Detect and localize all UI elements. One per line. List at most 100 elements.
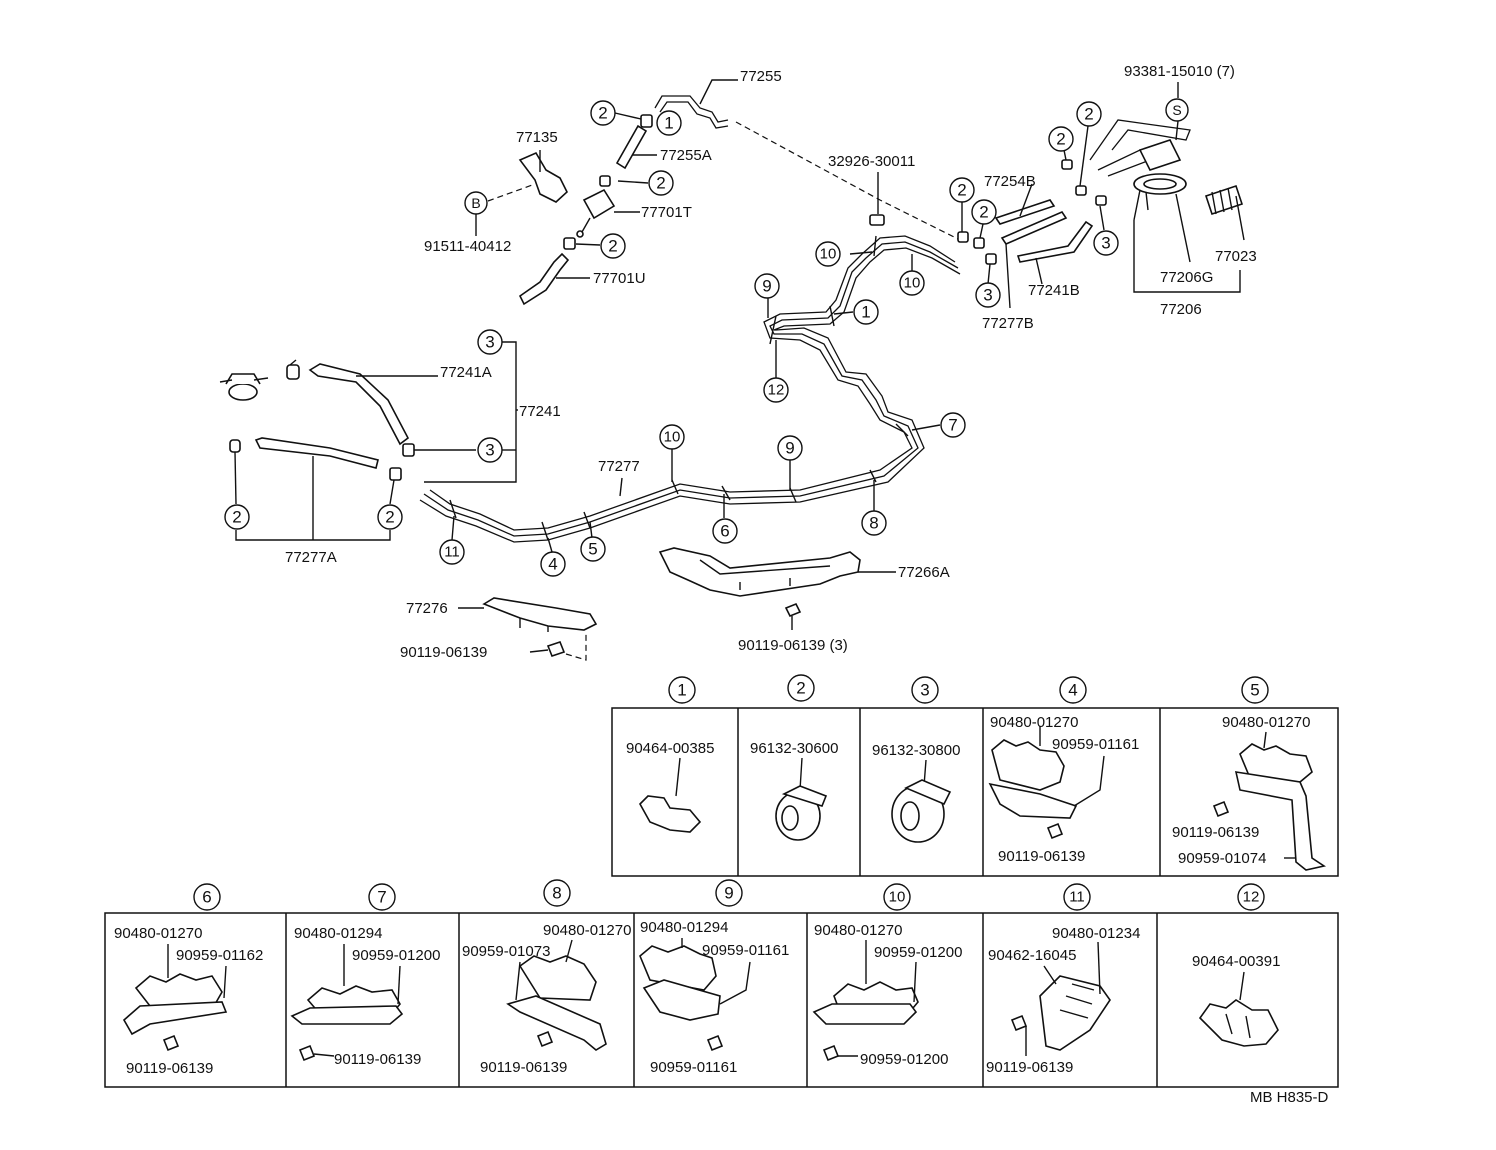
bracket-group: 77266A 90119-06139 (3) 77276 90119-06139 bbox=[400, 547, 950, 661]
detail-callout-5: 5 bbox=[1250, 681, 1259, 700]
label-77241A: 77241A bbox=[440, 364, 492, 381]
label-77266A: 77266A bbox=[898, 564, 950, 581]
label-77023: 77023 bbox=[1215, 248, 1257, 265]
detail-8-part-a: 90480-01270 bbox=[543, 922, 631, 939]
bolt-icon bbox=[1212, 800, 1230, 818]
bolt-icon bbox=[298, 1044, 316, 1062]
detail-callout-9: 9 bbox=[724, 884, 733, 903]
clip-2-icon bbox=[599, 175, 611, 187]
label-77135: 77135 bbox=[516, 129, 558, 146]
label-77255A: 77255A bbox=[660, 147, 712, 164]
detail-callout-2: 2 bbox=[796, 679, 805, 698]
detail-10-part-c: 90959-01200 bbox=[860, 1051, 948, 1068]
callouts-left: 3 3 2 2 bbox=[224, 329, 503, 530]
bracket-77266A-icon bbox=[658, 547, 861, 597]
detail-11-part-b: 90462-16045 bbox=[988, 947, 1076, 964]
callout-3: 3 bbox=[983, 286, 992, 305]
clip-2-icon bbox=[389, 467, 402, 481]
detail-6-part-b: 90959-01162 bbox=[176, 947, 263, 964]
detail-11-part-a: 90480-01234 bbox=[1052, 925, 1140, 942]
callout-4: 4 bbox=[548, 555, 557, 574]
callout-3: 3 bbox=[485, 333, 494, 352]
clip-2-icon bbox=[563, 237, 576, 250]
callout-3: 3 bbox=[485, 441, 494, 460]
clamp-90480-01270-icon bbox=[134, 973, 223, 1007]
fuel-pipe-77277 bbox=[429, 235, 956, 531]
part-32926-group: 32926-30011 bbox=[828, 153, 915, 226]
hose-77277A bbox=[254, 437, 379, 469]
detail-11-part-c: 90119-06139 bbox=[986, 1059, 1073, 1076]
bolt-icon bbox=[1010, 1014, 1028, 1032]
detail-callout-3: 3 bbox=[920, 681, 929, 700]
detail-8-part-b: 90959-01073 bbox=[462, 943, 550, 960]
callout-2: 2 bbox=[608, 237, 617, 256]
detail-12-part-a: 90464-00391 bbox=[1192, 953, 1280, 970]
fuel-pump-icon bbox=[1138, 139, 1182, 171]
callout-2: 2 bbox=[598, 104, 607, 123]
dashed-link bbox=[735, 121, 961, 241]
detail-7-part-b: 90959-01200 bbox=[352, 947, 440, 964]
pump-pipe bbox=[1089, 119, 1191, 161]
detail-callout-11: 11 bbox=[1069, 889, 1085, 906]
tank-area-group: 93381-15010 (7) S 77023 77206G 77206 772 bbox=[957, 63, 1257, 332]
label-77254B: 77254B bbox=[984, 173, 1036, 190]
hose-77701U bbox=[518, 252, 570, 306]
hose-77241-group: 77241A 77277A 77241 bbox=[219, 341, 561, 566]
detail-10-part-b: 90959-01200 bbox=[874, 944, 962, 961]
svg-text:S: S bbox=[1172, 102, 1181, 118]
bracket-90959-01161-icon bbox=[642, 979, 721, 1021]
fuel-pipe-third bbox=[419, 247, 961, 543]
detail-7-part-a: 90480-01294 bbox=[294, 925, 382, 942]
bolt-icon bbox=[162, 1034, 180, 1052]
detail-6-part-a: 90480-01270 bbox=[114, 925, 202, 942]
detail-callout-4: 4 bbox=[1068, 681, 1077, 700]
label-77206G: 77206G bbox=[1160, 269, 1213, 286]
detail-4-part-a: 90480-01270 bbox=[990, 714, 1078, 731]
clamp-90464-00391-icon bbox=[1198, 999, 1279, 1047]
detail-9-part-b: 90959-01161 bbox=[702, 942, 789, 959]
detail-callout-10: 10 bbox=[889, 889, 906, 906]
label-77277B: 77277B bbox=[982, 315, 1034, 332]
label-77241B: 77241B bbox=[1028, 282, 1080, 299]
bolt-icon bbox=[822, 1044, 840, 1062]
detail-table-row-2: 6 90480-01270 90959-01162 90119-06139 7 … bbox=[104, 879, 1339, 1088]
callout-2: 2 bbox=[957, 181, 966, 200]
clamp-90480-01270-icon bbox=[991, 739, 1065, 791]
diagram-code: MB H835-D bbox=[1250, 1089, 1329, 1106]
callouts-top-left: 2 1 2 2 bbox=[590, 100, 682, 259]
callout-2: 2 bbox=[385, 508, 394, 527]
clip-3-icon bbox=[1095, 195, 1107, 206]
part-77135-icon bbox=[518, 151, 568, 203]
clip-3-icon bbox=[985, 253, 997, 265]
detail-8-part-c: 90119-06139 bbox=[480, 1059, 567, 1076]
label-77206: 77206 bbox=[1160, 301, 1202, 318]
filler-cap-icon bbox=[228, 383, 258, 401]
detail-callout-6: 6 bbox=[202, 888, 211, 907]
detail-9-part-c: 90959-01161 bbox=[650, 1059, 737, 1076]
callout-10: 10 bbox=[664, 429, 681, 446]
fuel-filter-77701T-icon bbox=[582, 188, 616, 220]
callout-9: 9 bbox=[785, 439, 794, 458]
callout-1: 1 bbox=[664, 114, 673, 133]
bracket-90959-01073-icon bbox=[506, 995, 607, 1051]
label-32926-30011: 32926-30011 bbox=[828, 153, 915, 170]
bracket-90959-01162-icon bbox=[122, 1001, 228, 1036]
label-77277: 77277 bbox=[598, 458, 640, 475]
detail-4-part-b: 90959-01161 bbox=[1052, 736, 1139, 753]
hose-77255A bbox=[615, 124, 648, 170]
label-91511-40412: 91511-40412 bbox=[424, 238, 511, 255]
detail-10-part-a: 90480-01270 bbox=[814, 922, 902, 939]
clip-2-icon bbox=[640, 114, 653, 128]
bolt-icon bbox=[784, 602, 802, 618]
detail-callout-8: 8 bbox=[552, 884, 561, 903]
label-77701T: 77701T bbox=[641, 204, 692, 221]
bolt-icon bbox=[546, 641, 566, 657]
clip-2-icon bbox=[1061, 159, 1073, 170]
detail-9-part-a: 90480-01294 bbox=[640, 919, 728, 936]
callout-12: 12 bbox=[768, 382, 785, 399]
callout-2: 2 bbox=[1084, 105, 1093, 124]
callout-8: 8 bbox=[869, 514, 878, 533]
bracket-77276-icon bbox=[482, 597, 598, 631]
filter-hose-group: 77255 77255A 77135 77701T B 91511-40412 … bbox=[424, 68, 961, 306]
